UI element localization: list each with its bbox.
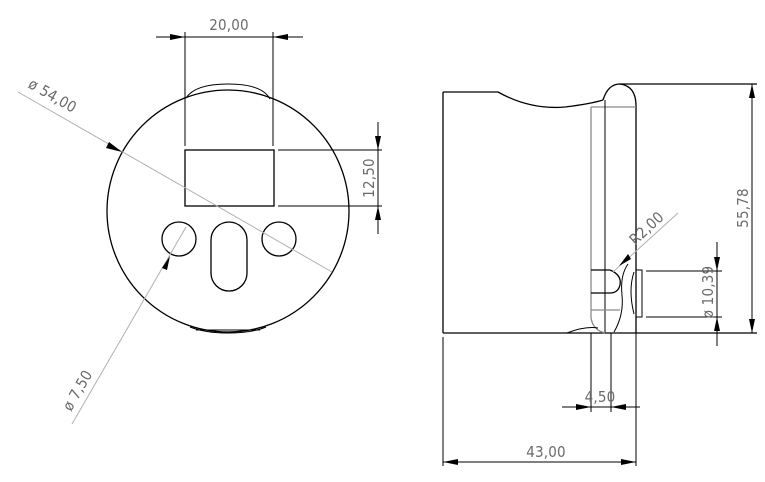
dim-outer-diameter: ø 54,00 <box>25 75 80 117</box>
center-slot <box>210 221 248 292</box>
center-rectangle <box>184 149 275 207</box>
outer-circle <box>106 89 350 333</box>
left-hole <box>161 221 197 257</box>
dim-total-height: 55,78 <box>734 188 752 228</box>
right-hole <box>261 221 297 257</box>
dim-total-width: 43,00 <box>526 443 566 461</box>
dim-rect-height: 12,50 <box>360 158 378 198</box>
dim-bore-diameter: ø 10,39 <box>699 266 717 319</box>
dim-hole-diameter: ø 7,50 <box>59 367 96 414</box>
dim-slot-width: 20,00 <box>209 16 249 34</box>
top-curve <box>443 91 604 109</box>
dim-wall-thickness: 4,50 <box>585 388 616 406</box>
side-view: 55,78 ø 10,39 R2,00 4,50 43,00 <box>442 83 757 466</box>
top-tab <box>185 83 271 100</box>
front-view: 20,00 12,50 ø 54,00 ø 7,50 <box>17 16 382 425</box>
